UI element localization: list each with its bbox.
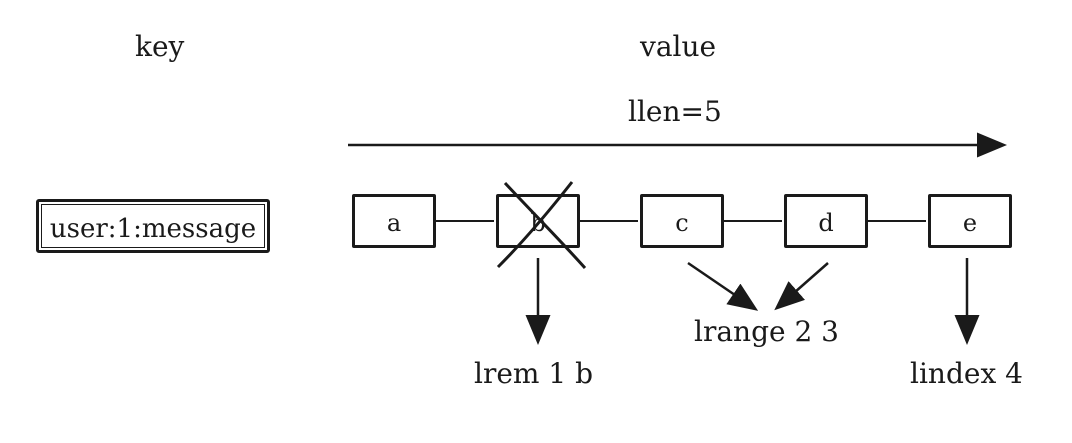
lrange-label: lrange 2 3 — [694, 315, 839, 348]
list-node-e: e — [928, 194, 1012, 248]
key-heading: key — [135, 30, 185, 63]
key-box: user:1:message — [36, 199, 270, 253]
lrem-label: lrem 1 b — [474, 357, 593, 390]
list-node-b: b — [496, 194, 580, 248]
key-name: user:1:message — [49, 214, 257, 244]
lrange-arrow-c — [687, 261, 759, 311]
node-label: d — [818, 209, 834, 237]
length-label: llen=5 — [628, 95, 722, 128]
list-node-c: c — [640, 194, 724, 248]
node-label: a — [386, 209, 402, 237]
lrange-arrow-d — [774, 262, 829, 311]
value-heading: value — [640, 30, 717, 63]
list-node-a: a — [352, 194, 436, 248]
list-node-d: d — [784, 194, 868, 248]
node-label: c — [675, 209, 689, 237]
node-label: e — [962, 209, 978, 237]
lindex-label: lindex 4 — [910, 357, 1023, 390]
